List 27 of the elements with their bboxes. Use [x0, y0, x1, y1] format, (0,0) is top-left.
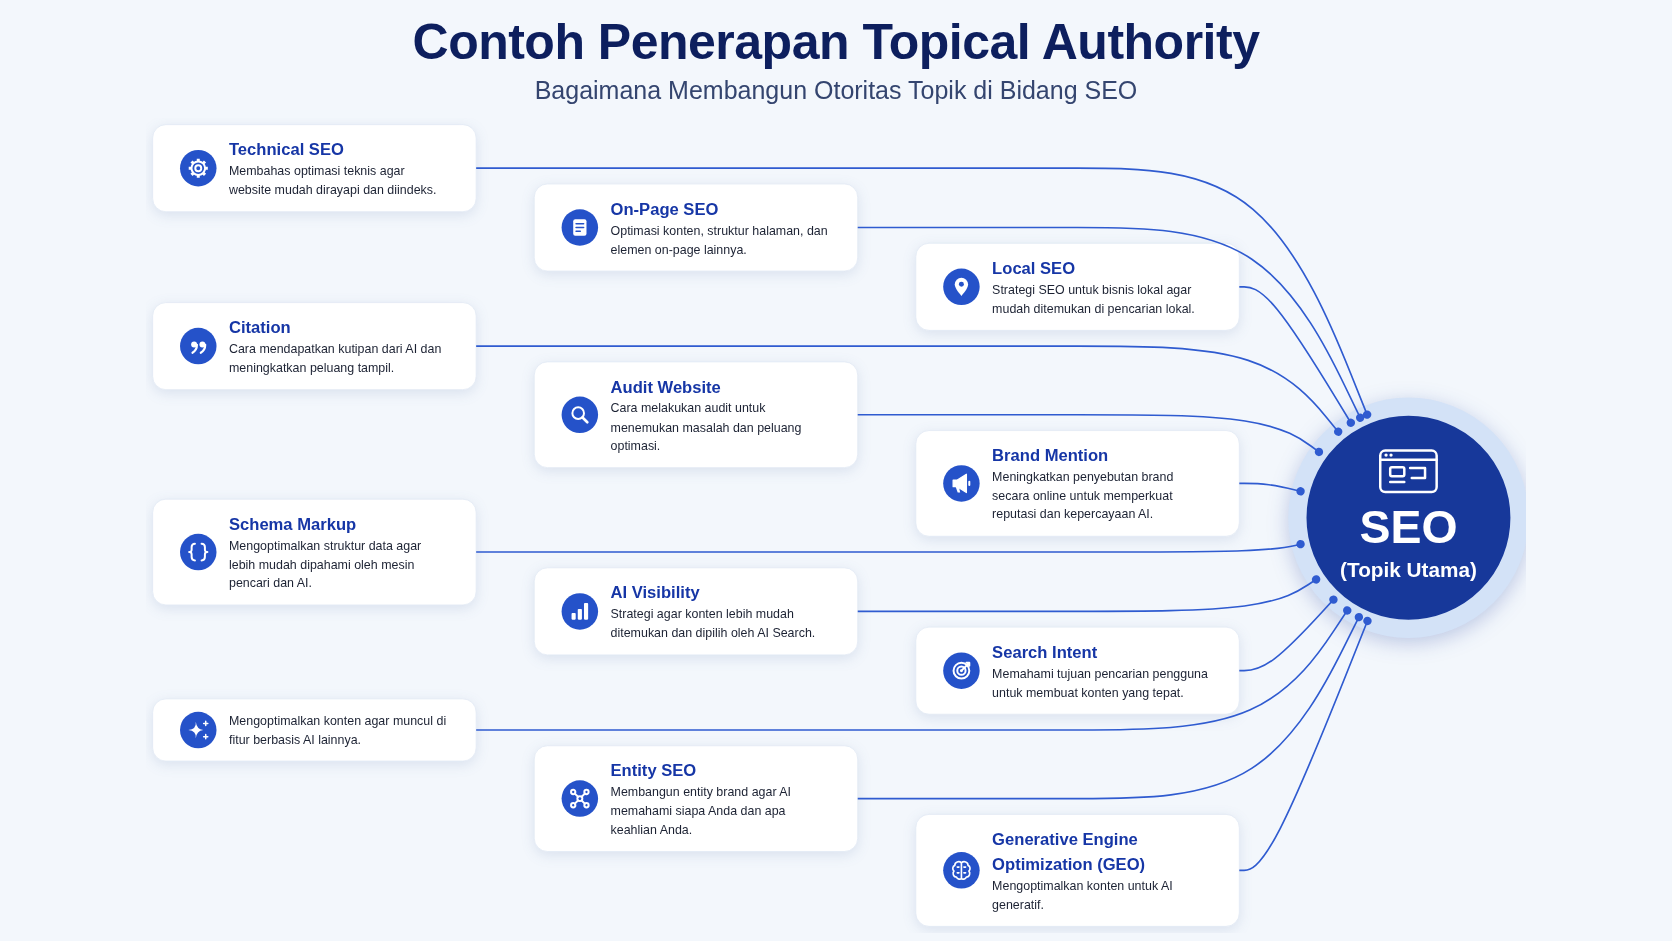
node-box: Brand Mention Meningkatkan penyebutan brand secara online untuk memperkuat reputasi dan kepercayaan AI.: [915, 430, 1240, 537]
connector: [856, 413, 1324, 457]
connector: [1238, 482, 1305, 496]
connector: [475, 345, 1343, 436]
node-box: Audit Website Cara melakukan audit untuk menemukan masalah dan peluang optimasi.: [533, 361, 859, 469]
connector: [1238, 595, 1338, 672]
connector: [856, 612, 1363, 800]
node-box: On-Page SEO Optimasi konten, struktur halaman, dan elemen on-page lainnya.: [533, 183, 859, 272]
node-box: Citation Cara mendapatkan kutipan dari AI dan meningkatkan peluang tampil.: [152, 302, 477, 391]
connector: [856, 575, 1321, 613]
node-box: Entity SEO Membangun entity brand agar AI memahami siapa Anda dan apa keahlian Anda.: [533, 745, 859, 852]
node-box: Schema Markup Mengoptimalkan struktur data agar lebih mudah dipahami oleh mesin pencari dan AI.: [152, 498, 477, 606]
subtitle: Bagaimana Membangun Otoritas Topik di Bidang SEO: [534, 75, 1138, 106]
connector: [475, 167, 1372, 419]
connector: [1238, 616, 1372, 872]
connector: [475, 539, 1305, 553]
node-box: Search Intent Memahami tujuan pencarian pengguna untuk membuat konten yang tepat.: [915, 626, 1240, 715]
node-box: Local SEO Strategi SEO untuk bisnis lokal agar mudah ditemukan di pencarian lokal.: [915, 242, 1240, 331]
node-box: Technical SEO Membahas optimasi teknis agar website mudah dirayapi dan diindeks.: [152, 124, 477, 213]
node-box: AI Visibility Strategi agar konten lebih mudah ditemukan dan dipilih oleh AI Search.: [533, 567, 859, 656]
connector: [475, 606, 1352, 731]
node-box: Mengoptimalkan konten agar muncul di fitur berbasis AI lainnya.: [152, 698, 477, 762]
node-box: Generative Engine Optimization (GEO) Mengoptimalkan konten untuk AI generatif.: [915, 813, 1240, 927]
connector: [856, 226, 1365, 422]
title: Contoh Penerapan Topical Authority: [412, 13, 1260, 72]
node-circle: SEO (Topik Utama): [1288, 397, 1527, 638]
connector: [1238, 286, 1355, 427]
